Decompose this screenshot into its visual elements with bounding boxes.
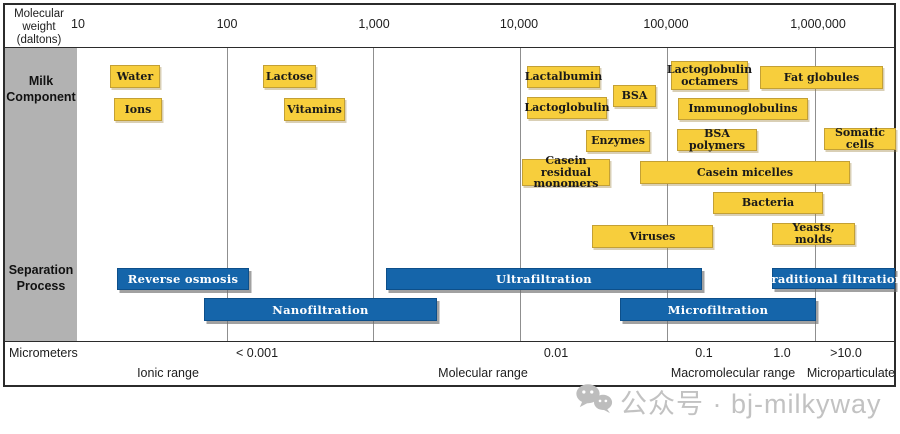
milk-component-box: Lactalbumin: [525, 66, 602, 88]
dalton-tick-label: 100,000: [643, 17, 689, 31]
size-range-label: Microparticulate: [806, 366, 896, 380]
wechat-icon: [575, 383, 613, 419]
milk-component-box: Casein micelles: [640, 161, 850, 184]
milk-component-box: BSA: [613, 85, 656, 107]
milk-component-box: Ions: [114, 98, 162, 121]
milk-component-box: Immunoglobulins: [678, 98, 808, 120]
separation-process-bar: Nanofiltration: [204, 298, 437, 321]
milk-component-box: Vitamins: [284, 98, 345, 121]
separation-process-bar: Ultrafiltration: [386, 268, 702, 290]
size-range-label: Ionic range: [137, 366, 199, 380]
separation-process-bar: Microfiltration: [620, 298, 816, 321]
header-divider: [3, 47, 896, 48]
micrometer-tick-label: 0.1: [695, 346, 713, 360]
milk-component-box: Fat globules: [760, 66, 883, 89]
milk-component-box: Casein residual monomers: [522, 154, 610, 190]
milk-component-box: Lactoglobulin octamers: [667, 61, 752, 90]
chart-bottom-divider: [3, 341, 896, 342]
milk-component-box: Lactose: [263, 65, 316, 88]
micrometer-tick-label: >10.0: [830, 346, 862, 360]
milk-component-box: Lactoglobulin: [524, 97, 610, 119]
dalton-tick-label: 1,000: [358, 17, 390, 31]
row-label-panel: [5, 48, 77, 341]
milk-component-box: Yeasts, molds: [772, 222, 855, 245]
milk-component-box: Viruses: [592, 225, 713, 248]
dalton-tick-label: 100: [216, 17, 238, 31]
milk-component-box: Bacteria: [713, 192, 823, 214]
top-axis-title: Molecular weight (daltons): [14, 8, 64, 46]
milk-component-row-label: Milk Component: [6, 74, 76, 104]
milk-component-box: Enzymes: [586, 130, 650, 152]
micrometer-tick-label: 1.0: [773, 346, 791, 360]
gridline: [520, 48, 521, 341]
dalton-tick-label: 10,000: [499, 17, 539, 31]
gridline: [373, 48, 374, 341]
milk-component-box: Water: [110, 65, 160, 88]
micrometer-tick-label: 0.01: [543, 346, 569, 360]
watermark: 公众号 · bj-milkyway: [575, 383, 882, 419]
dalton-tick-label: 1,000,000: [790, 17, 846, 31]
size-range-label: Molecular range: [438, 366, 528, 380]
bottom-axis-title: Micrometers: [9, 346, 78, 360]
size-range-label: Macromolecular range: [670, 366, 796, 380]
gridline: [227, 48, 228, 341]
milk-component-box: Somatic cells: [824, 127, 896, 150]
separation-process-row-label: Separation Process: [8, 263, 74, 293]
watermark-text: 公众号 · bj-milkyway: [620, 388, 882, 419]
micrometer-tick-label: < 0.001: [235, 346, 279, 360]
gridline: [667, 48, 668, 341]
milk-component-box: BSA polymers: [677, 128, 757, 151]
separation-process-bar: Reverse osmosis: [117, 268, 249, 290]
dalton-tick-label: 10: [71, 17, 85, 31]
separation-process-bar: Traditional filtration: [764, 268, 900, 289]
